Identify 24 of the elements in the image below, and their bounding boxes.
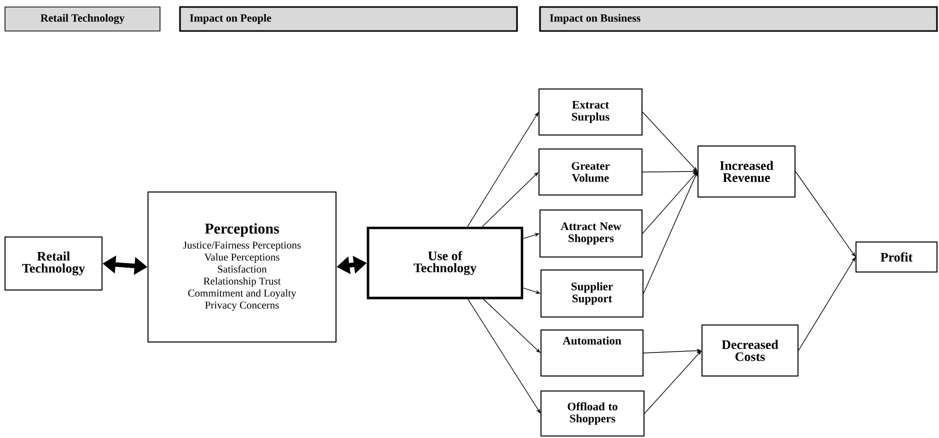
arrow bbox=[468, 298, 540, 414]
process-box: Increased Revenue bbox=[698, 145, 796, 198]
process-box: Profit bbox=[856, 241, 938, 272]
arrow bbox=[467, 112, 538, 228]
arrow bbox=[798, 257, 856, 351]
arrow bbox=[644, 350, 702, 414]
process-box: Retail Technology bbox=[4, 236, 103, 290]
arrow bbox=[795, 171, 856, 257]
header-box: Impact on People bbox=[179, 6, 518, 32]
arrow bbox=[482, 172, 538, 228]
perceptions-box: Perceptions Justice/Fairness Perceptions Value Perceptions Satisfaction Relationship Trust Commitment and Loyalty Privacy Concerns bbox=[148, 192, 336, 342]
header-box: Retail Technology bbox=[4, 6, 160, 32]
process-box: Use of Technology bbox=[366, 226, 524, 300]
arrow bbox=[642, 112, 698, 172]
header-box: Impact on Business bbox=[539, 6, 938, 32]
process-box: Greater Volume bbox=[538, 148, 642, 196]
process-box: Decreased Costs bbox=[702, 324, 798, 376]
process-box: Supplier Support bbox=[540, 269, 644, 318]
process-box: Extract Surplus bbox=[538, 88, 642, 136]
arrow bbox=[642, 172, 698, 234]
process-box: Attract New Shoppers bbox=[540, 209, 642, 258]
process-box: Offload to Shoppers bbox=[540, 390, 644, 436]
arrow bbox=[483, 298, 540, 353]
process-box: Automation bbox=[540, 329, 644, 376]
